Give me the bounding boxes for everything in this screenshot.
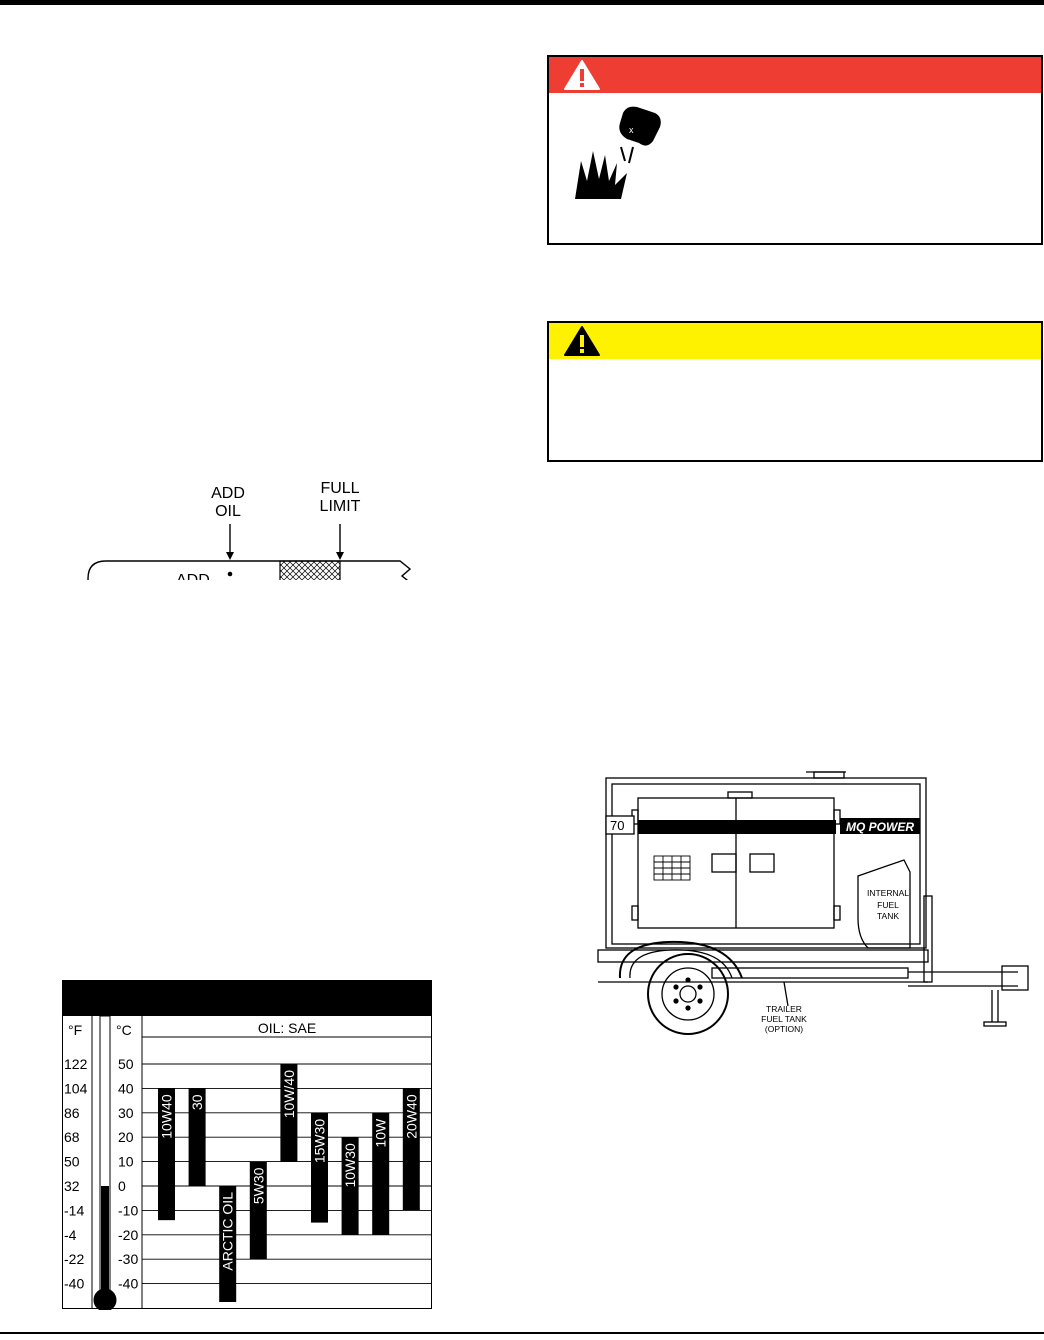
celsius-tick-label: -20 — [118, 1227, 138, 1243]
celsius-tick-label: 20 — [118, 1129, 134, 1145]
oil-chart-plot: °F °C OIL: SAE 50 122 40 104 30 86 20 68 10 50 0 32 -10… — [64, 1015, 431, 1310]
oil-bar-label: 10W40 — [159, 1094, 175, 1139]
oil-chart: °F °C OIL: SAE 50 122 40 104 30 86 20 68 10 50 0 32 -10… — [62, 980, 432, 1310]
oil-bar-label: 10W30 — [342, 1143, 358, 1188]
danger-box: x — [547, 55, 1043, 245]
fahrenheit-tick-label: 32 — [64, 1178, 80, 1194]
svg-text:x: x — [629, 125, 634, 135]
bottom-rule — [0, 1332, 1044, 1334]
oil-bar-label: 20W40 — [403, 1094, 419, 1139]
oil-bar-label: 15W30 — [312, 1119, 328, 1164]
fahrenheit-tick-label: -4 — [64, 1227, 77, 1243]
top-rule — [0, 0, 1044, 5]
internal-fuel-tank-label-1: INTERNAL — [867, 888, 909, 898]
danger-header — [549, 57, 1041, 93]
internal-fuel-tank-label-3: TANK — [877, 911, 899, 921]
thermometer-mercury — [101, 1186, 109, 1298]
oil-bar-15w30 — [311, 1112, 328, 1223]
celsius-tick-label: 10 — [118, 1154, 134, 1170]
oil-bar-20w40 — [402, 1088, 420, 1211]
oil-bar-label: 10W/40 — [281, 1070, 297, 1118]
model-badge-text: 70 — [610, 818, 624, 833]
fahrenheit-tick-label: -14 — [64, 1202, 84, 1218]
fahrenheit-tick-label: 104 — [64, 1080, 88, 1096]
dipstick-add-text: ADD — [176, 572, 210, 580]
celsius-tick-label: -30 — [118, 1251, 138, 1267]
oil-bar-label: 10W — [373, 1118, 389, 1148]
oil-bar-10w-40 — [280, 1064, 298, 1162]
explosion-fuel-can-icon: x — [575, 106, 661, 199]
celsius-tick-label: 40 — [118, 1080, 134, 1096]
oil-bar-label: 30 — [189, 1094, 205, 1110]
brand-logo: MQ POWER — [846, 820, 914, 834]
oil-bar-label: 5W30 — [250, 1167, 266, 1204]
fahrenheit-tick-label: -40 — [64, 1276, 84, 1292]
warning-triangle-icon — [564, 60, 600, 90]
fahrenheit-tick-label: 122 — [64, 1056, 88, 1072]
internal-fuel-tank-label-2: FUEL — [877, 900, 899, 910]
oil-bar-10w30 — [341, 1137, 359, 1235]
oil-sae-header: OIL: SAE — [258, 1020, 316, 1036]
fahrenheit-tick-label: 86 — [64, 1105, 80, 1121]
celsius-tick-label: 50 — [118, 1056, 134, 1072]
celsius-tick-label: 0 — [118, 1178, 126, 1194]
oil-bar-5w30 — [249, 1161, 267, 1260]
celsius-tick-label: 30 — [118, 1105, 134, 1121]
oil-chart-title-bar — [62, 980, 432, 1016]
dipstick-diagram: ADD — [87, 524, 412, 580]
fahrenheit-tick-label: 68 — [64, 1129, 80, 1145]
warning-triangle-icon — [564, 326, 600, 356]
caution-header — [549, 323, 1041, 359]
fahrenheit-unit-label: °F — [68, 1022, 82, 1038]
oil-bar-10w40 — [158, 1088, 175, 1221]
oil-bar-arctic-oil — [219, 1186, 237, 1302]
fahrenheit-tick-label: -22 — [64, 1251, 84, 1267]
oil-bar-30 — [188, 1088, 206, 1186]
trailer-fuel-tank-label-2: FUEL TANK — [761, 1014, 807, 1024]
celsius-tick-label: -10 — [118, 1202, 138, 1218]
oil-bar-label: ARCTIC OIL — [220, 1192, 236, 1271]
celsius-tick-label: -40 — [118, 1276, 138, 1292]
oil-bar-10w — [372, 1112, 390, 1235]
celsius-unit-label: °C — [116, 1022, 132, 1038]
oil-chart-frame — [62, 1016, 432, 1309]
fahrenheit-tick-label: 50 — [64, 1154, 80, 1170]
trailer-fuel-tank-label-3: (OPTION) — [765, 1024, 803, 1034]
trailer-fuel-tank-label-1: TRAILER — [766, 1004, 802, 1014]
caution-box — [547, 321, 1043, 462]
generator-trailer-figure: 70 MQ POWER INTERNAL FUEL TANK TRAILER F… — [597, 771, 1029, 1035]
add-oil-label: ADD OIL — [211, 485, 245, 520]
thermometer-bulb — [93, 1288, 117, 1310]
full-limit-label: FULL LIMIT — [319, 480, 361, 515]
